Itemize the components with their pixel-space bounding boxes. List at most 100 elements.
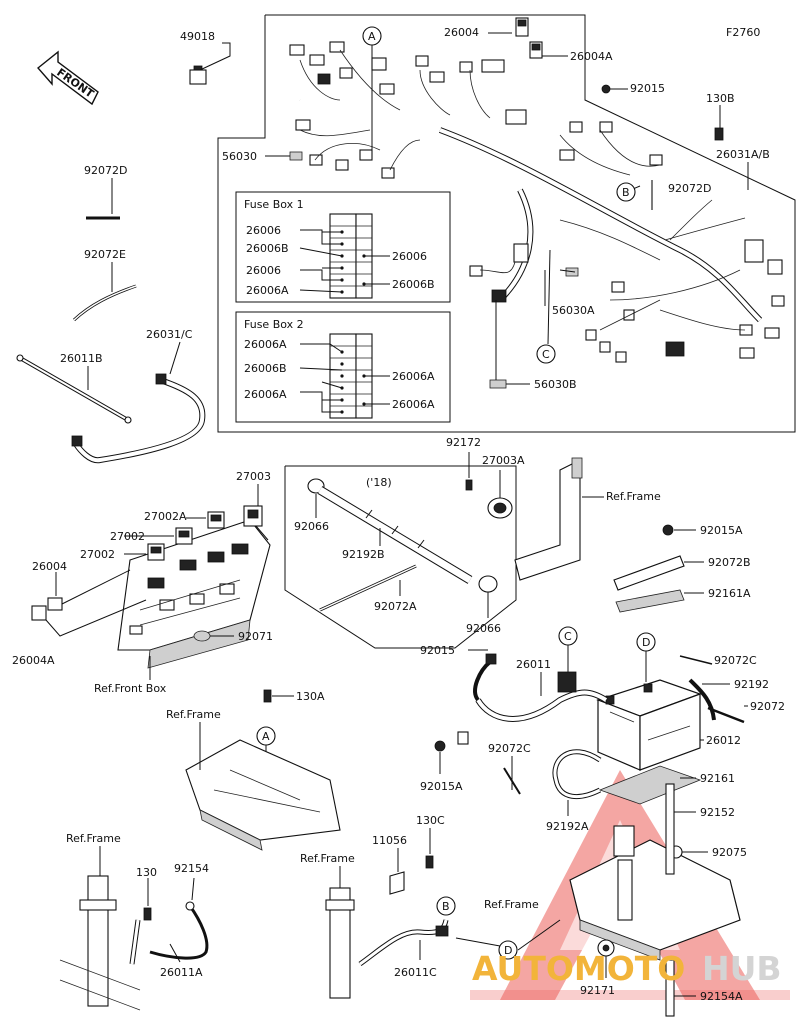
fuse1-label-l2: 26006 xyxy=(246,264,281,277)
label-26004A-top: 26004A xyxy=(570,50,613,63)
label-49018: 49018 xyxy=(180,30,215,43)
label-26012: 26012 xyxy=(706,734,741,747)
label-130B: 130B xyxy=(706,92,735,105)
label-92066-b: 92066 xyxy=(466,622,501,635)
fuse1-label-l3: 26006A xyxy=(246,284,289,297)
svg-text:C: C xyxy=(542,348,550,361)
frame-section-c xyxy=(325,866,355,999)
bolt-130 xyxy=(143,878,152,921)
callout-marker-c-mid: C xyxy=(558,626,578,672)
fuse1-label-r1: 26006B xyxy=(392,278,435,291)
year-note: ('18) xyxy=(366,476,392,489)
label-92072C-right: 92072C xyxy=(714,654,757,667)
battery-26012 xyxy=(596,679,704,771)
cable-26011C xyxy=(358,919,449,967)
fuse-box-2: Fuse Box 2 26006A 26006B 26006A 26006A 2… xyxy=(235,311,451,423)
label-ref-frame-5: Ref.Frame xyxy=(484,898,539,911)
fuse-box-1: Fuse Box 1 26006 26006B 26006 26006A 260… xyxy=(235,191,451,303)
band-92072 xyxy=(707,705,748,724)
relay-27002A xyxy=(207,511,225,529)
label-27002-b: 27002 xyxy=(80,548,115,561)
callout-marker-c-top: C xyxy=(536,344,556,364)
connector-49018 xyxy=(189,65,207,85)
fuse2-label-r1: 26006A xyxy=(392,398,435,411)
battery-tray xyxy=(569,825,741,961)
cable-26011A xyxy=(129,919,181,965)
relay-27002-b xyxy=(147,543,165,561)
frame-section-a xyxy=(185,722,341,851)
label-92066-a: 92066 xyxy=(294,520,329,533)
svg-text:B: B xyxy=(442,900,450,913)
callout-marker-b-top: B xyxy=(616,182,636,202)
label-92161: 92161 xyxy=(700,772,735,785)
nut-92015A-top xyxy=(662,524,674,536)
label-130C: 130C xyxy=(416,814,445,827)
callout-marker-d-bottom: D xyxy=(455,919,561,960)
bolt-130C xyxy=(425,828,434,869)
nut-92015-top xyxy=(601,84,611,94)
bracket-11056 xyxy=(389,848,405,895)
label-92072D-left: 92072D xyxy=(84,164,127,177)
label-92154: 92154 xyxy=(174,862,209,875)
label-92192A: 92192A xyxy=(546,820,589,833)
band-92072C-mid xyxy=(503,756,521,795)
label-92075: 92075 xyxy=(712,846,747,859)
cap-92066-a xyxy=(307,478,325,494)
fuse1-label-l0: 26006 xyxy=(246,224,281,237)
svg-text:B: B xyxy=(622,186,630,199)
callout-marker-a-top: A xyxy=(362,26,382,46)
label-56030B xyxy=(489,379,507,389)
bolt-92172 xyxy=(465,452,473,491)
label-130: 130 xyxy=(136,866,157,879)
svg-text:D: D xyxy=(504,944,512,957)
label-92072C-mid: 92072C xyxy=(488,742,531,755)
label-92072B: 92072B xyxy=(708,556,751,569)
label-92072E: 92072E xyxy=(84,248,126,261)
watermark-text-automoto: AUTOMOTO xyxy=(472,949,685,988)
fuse-box-1-title: Fuse Box 1 xyxy=(244,198,304,211)
fuse-box-2-title: Fuse Box 2 xyxy=(244,318,304,331)
relay-27003 xyxy=(243,505,263,527)
label-27002-a: 27002 xyxy=(110,530,145,543)
label-92072D-right: 92072D xyxy=(668,182,711,195)
pad-92161A xyxy=(615,589,704,613)
label-27003: 27003 xyxy=(236,470,271,483)
connector-26004-top xyxy=(515,17,529,37)
label-ref-frame-4: Ref.Frame xyxy=(300,852,355,865)
bolt-130A xyxy=(263,689,294,703)
band-92072D-right xyxy=(664,217,746,241)
bracket-92072B xyxy=(613,555,704,591)
fuse1-label-r0: 26006 xyxy=(392,250,427,263)
part-labels: 49018 26004 26004A 92015 130B 26031A/B 5… xyxy=(12,26,785,1003)
strap-92154A xyxy=(665,959,696,1017)
grommet-92171 xyxy=(597,939,615,978)
fuse2-label-l2: 26006A xyxy=(244,388,287,401)
label-26004-top: 26004 xyxy=(444,26,479,39)
label-56030: 56030 xyxy=(222,150,257,163)
svg-text:A: A xyxy=(262,730,270,743)
relay-27003A xyxy=(487,470,513,519)
watermark-text-hub: HUB xyxy=(702,949,782,988)
label-27002A: 27002A xyxy=(144,510,187,523)
washer-92071 xyxy=(193,630,211,642)
figure-code: F2760 xyxy=(726,26,760,39)
band-92072D-left xyxy=(86,178,120,220)
year-2018-box: ('18) xyxy=(284,465,517,649)
label-92015A-mid: 92015A xyxy=(420,780,463,793)
label-56030B: 56030B xyxy=(534,378,577,391)
label-92072A: 92072A xyxy=(374,600,417,613)
connector-26004A-top xyxy=(529,41,543,59)
nut-92015A-mid xyxy=(434,740,446,752)
label-92015-mid: 92015 xyxy=(420,644,455,657)
callout-marker-b-bottom: B xyxy=(436,896,456,916)
label-92015-top: 92015 xyxy=(630,82,665,95)
label-ref-frame-2: Ref.Frame xyxy=(166,708,221,721)
fuse2-label-l0: 26006A xyxy=(244,338,287,351)
label-26011A: 26011A xyxy=(160,966,203,979)
label-26031AB: 26031A/B xyxy=(716,148,770,161)
label-92071: 92071 xyxy=(238,630,273,643)
connector-26004-mid xyxy=(47,597,63,611)
label-11056: 11056 xyxy=(372,834,407,847)
pad-92161 xyxy=(598,765,702,805)
